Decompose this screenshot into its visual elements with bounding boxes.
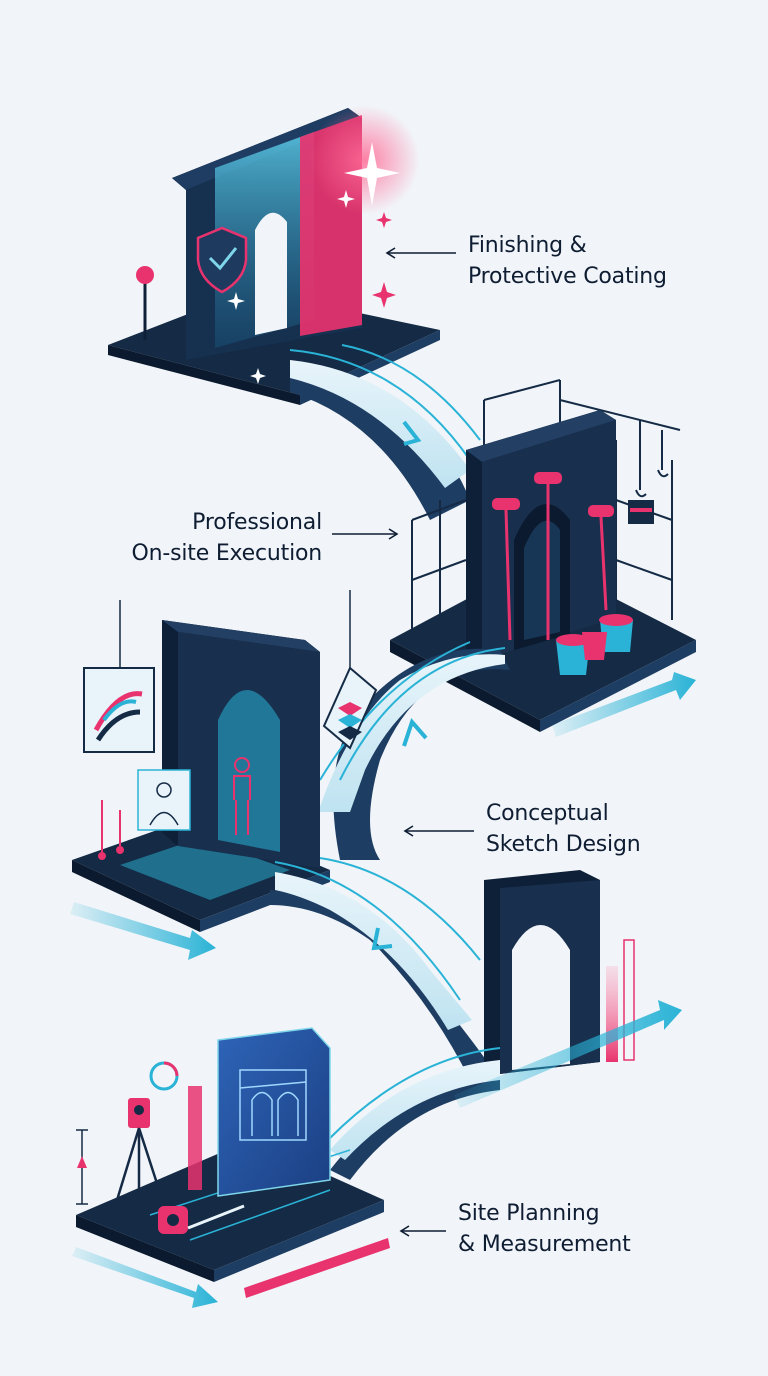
bridge-sketch-to-planning — [270, 857, 500, 1080]
paint-roller-icon — [492, 472, 614, 641]
crane-hook-icon — [628, 420, 669, 524]
callout-arrow-left-icon — [399, 1225, 446, 1237]
pink-measure-bar — [606, 939, 635, 1062]
stage-finishing-platform — [108, 105, 440, 405]
callout-arrow-left-icon — [403, 825, 474, 837]
stage-label-line: Site Planning — [458, 1201, 600, 1226]
stage-label-planning: Site Planning & Measurement — [458, 1198, 631, 1260]
bridge-finishing-to-execution — [289, 344, 481, 520]
blueprint-icon — [217, 1027, 331, 1197]
paint-bucket-icon — [556, 614, 633, 675]
marker-post-pink — [136, 266, 154, 340]
stone-arch-planning — [484, 870, 600, 1074]
stage-label-sketch: Conceptual Sketch Design — [486, 798, 641, 860]
layers-icon — [322, 590, 378, 750]
stage-label-line: Professional — [192, 510, 322, 535]
stone-arch-sketch — [162, 620, 320, 868]
stage-label-finishing: Finishing & Protective Coating — [468, 230, 667, 292]
brush-strokes-icon — [83, 600, 155, 753]
stone-arch-execution — [466, 410, 616, 660]
bridge-planning-to-arch — [329, 1047, 501, 1180]
stage-label-line: & Measurement — [458, 1232, 631, 1257]
stage-label-execution: Professional On-site Execution — [106, 507, 323, 569]
stage-label-line: Finishing & — [468, 233, 587, 258]
flow-arrow-right-upper — [552, 672, 696, 737]
stage-label-line: Protective Coating — [468, 264, 667, 289]
stage-label-line: On-site Execution — [131, 541, 323, 566]
flow-arrow-right-lower — [454, 1000, 682, 1108]
callout-arrow-right-icon — [332, 528, 399, 540]
ruler-icon — [188, 1086, 390, 1298]
stage-label-line: Conceptual — [486, 801, 609, 826]
stage-label-line: Sketch Design — [486, 832, 641, 857]
flow-arrow-right-middle — [70, 902, 216, 960]
marker-pins-pink — [98, 800, 124, 860]
dimension-line — [76, 1129, 88, 1205]
sparkle-icon — [227, 142, 400, 384]
callout-arrow-left-icon — [385, 247, 456, 259]
stage-sketch-platform — [72, 815, 330, 932]
shield-check-icon — [196, 226, 248, 294]
flow-arrow-right-bottom — [72, 1247, 218, 1308]
tape-measure-icon — [158, 1204, 245, 1234]
theodolite-icon — [112, 1061, 179, 1218]
person-silhouette-icon — [137, 757, 251, 835]
